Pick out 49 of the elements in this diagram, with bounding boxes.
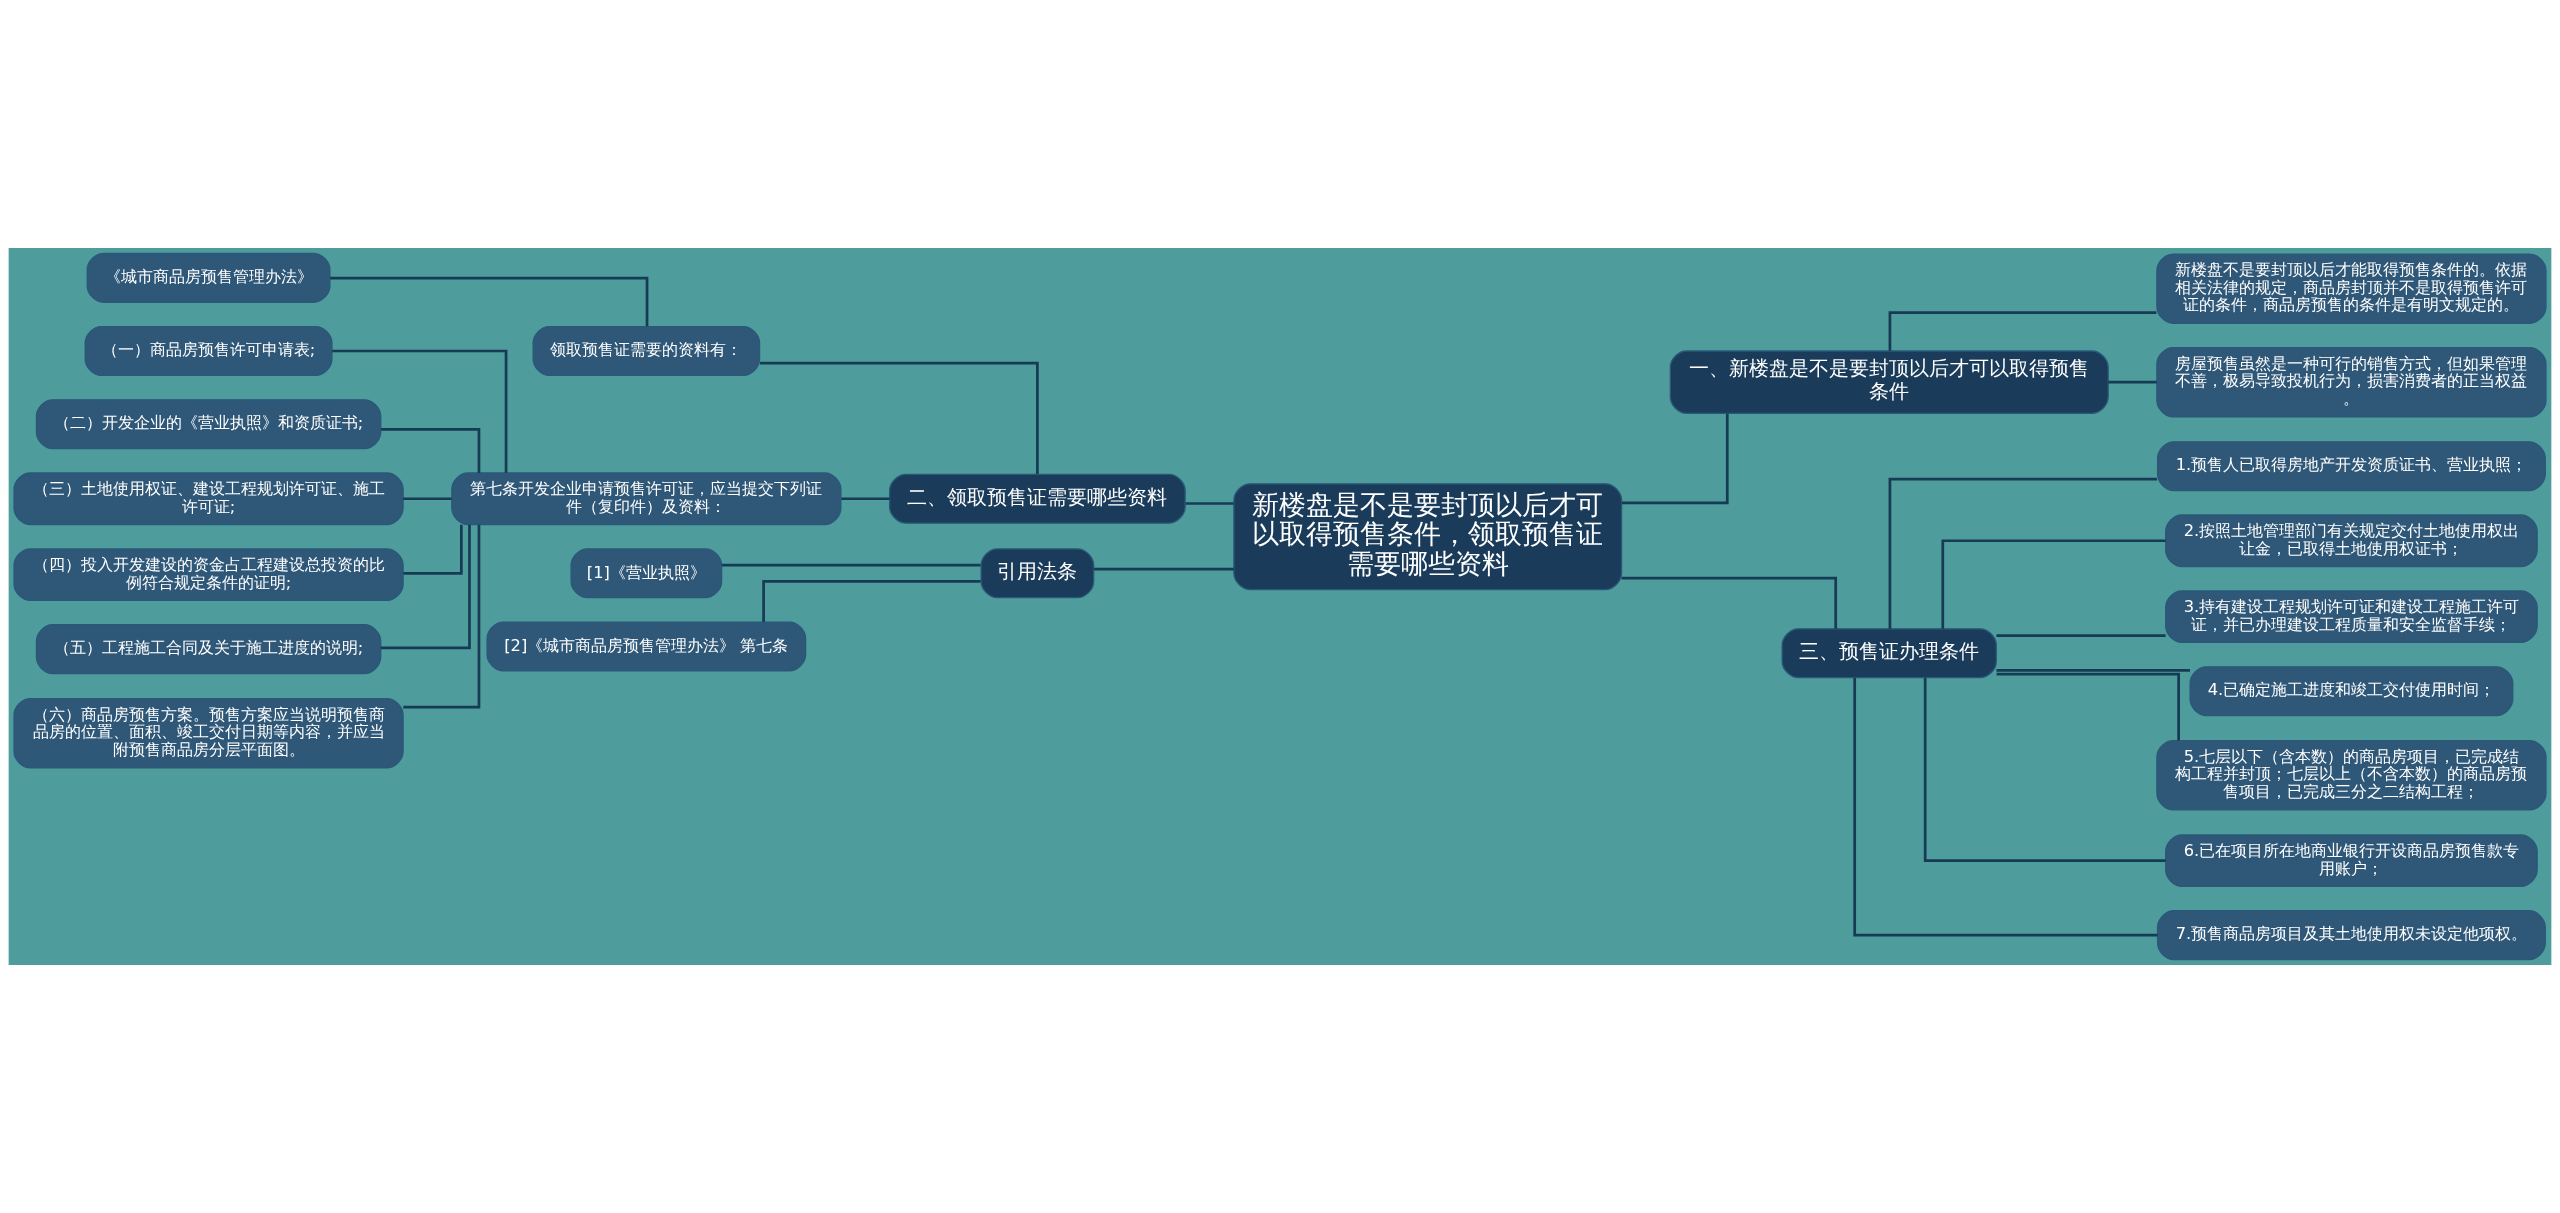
connector [2108,380,2157,384]
node-box: 5.七层以下（含本数）的商品房项目，已完成结构工程并封顶；七层以上（不含本数）的商品房预售项目，已完成三分之二结构工程； [2156,740,2547,811]
node-box: 第七条开发企业申请预售许可证，应当提交下列证件（复印件）及资料： [451,472,842,526]
node-box: 房屋预售虽然是一种可行的销售方式，但如果管理不善，极易导致投机行为，损害消费者的正当权益。 [2156,346,2547,418]
connector [1996,634,2166,637]
node-box: （一）商品房预售许可申请表; [84,325,333,377]
node-box: [2]《城市商品房预售管理办法》 第七条 [486,621,807,672]
node-box: 一、新楼盘是不是要封顶以后才可以取得预售条件 [1669,350,2109,415]
node-box: 6.已在项目所在地商业银行开设商品房预售款专用账户； [2165,834,2538,888]
connector [1853,677,2158,937]
connector [1888,311,2157,351]
connector [1996,672,2180,741]
node-box: 3.持有建设工程规划许可证和建设工程施工许可证，并已办理建设工程质量和安全监督手续； [2165,590,2538,644]
node-box: 二、领取预售证需要哪些资料 [888,473,1186,524]
connector [760,361,1039,474]
connector [841,497,890,501]
node-box: 新楼盘不是要封顶以后才能取得预售条件的。依据相关法律的规定，商品房封顶并不是取得预售许可证的条件，商品房预售的条件是有明文规定的。 [2156,253,2547,324]
connector [1621,576,1838,629]
connector [1923,677,2166,862]
connector [1996,669,2190,672]
node-box: [1]《营业执照》 [570,548,723,599]
connector [332,349,508,473]
node-box: 《城市商品房预售管理办法》 [86,252,331,303]
node-box: （五）工程施工合同及关于施工进度的说明; [35,624,382,675]
connector [1941,539,2166,629]
node-box: 1.预售人已取得房地产开发资质证书、营业执照； [2156,441,2546,492]
connector [1888,477,2158,629]
node-box: 新楼盘是不是要封顶以后才可以取得预售条件，领取预售证需要哪些资料 [1233,483,1623,591]
node-box: 三、预售证办理条件 [1781,628,1997,679]
connector [330,276,649,327]
connector [762,580,981,622]
node-box: （二）开发企业的《营业执照》和资质证书; [35,399,382,450]
connector [380,524,471,650]
node-box: （四）投入开发建设的资金占工程建设总投资的比例符合规定条件的证明; [13,548,404,602]
connector [403,524,463,575]
node-box: 领取预售证需要的资料有： [532,325,761,377]
node-box: 4.已确定施工进度和竣工交付使用时间； [2189,666,2514,717]
node-box: （六）商品房预售方案。预售方案应当说明预售商品房的位置、面积、竣工交付日期等内容，并应当附预售商品房分层平面图。 [13,698,404,769]
node-box: （三）土地使用权证、建设工程规划许可证、施工许可证; [13,472,404,526]
node-box: 引用法条 [980,548,1095,599]
connector [380,427,481,473]
connector [1185,502,1234,505]
node-box: 7.预售商品房项目及其土地使用权未设定他项权。 [2156,910,2546,961]
connector [721,563,981,567]
connector [1093,567,1234,571]
connector [403,497,452,501]
node-box: 2.按照土地管理部门有关规定交付土地使用权出让金，已取得土地使用权证书； [2165,514,2538,568]
connector [403,524,481,709]
connector [1621,413,1729,505]
